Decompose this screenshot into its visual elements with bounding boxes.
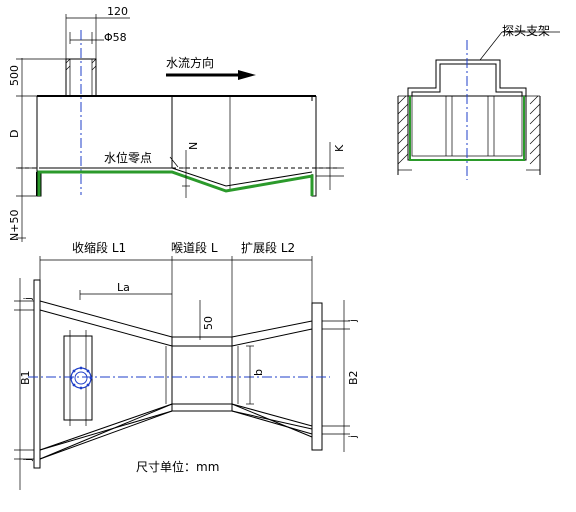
contraction-label: 收缩段 L1 [72, 240, 126, 255]
probe-circle-icon [69, 366, 93, 390]
dim-j-bottom-left: j [23, 458, 34, 462]
dim-50-label: 50 [202, 316, 215, 330]
unit-note: 尺寸单位：mm [136, 459, 219, 474]
dim-N50-label: N+50 [8, 210, 21, 241]
dim-120-label: 120 [107, 5, 128, 18]
dim-La-label: La [117, 281, 130, 294]
dim-b-label: b [252, 369, 265, 376]
dim-K-label: K [333, 144, 346, 152]
throat-label: 喉道段 L [171, 240, 218, 255]
dim-j-bottom-right: j [348, 435, 359, 439]
flow-arrow [166, 70, 256, 80]
dim-N-label: N [187, 142, 200, 150]
pipe-hatch [65, 58, 97, 71]
flow-direction-label: 水流方向 [166, 55, 214, 70]
plan-view: 收缩段 L1 喉道段 L 扩展段 L2 La [14, 240, 360, 490]
inlet-plate [33, 279, 41, 469]
bracket-water-level [409, 96, 525, 161]
water-zero-label: 水位零点 [104, 150, 152, 165]
side-elevation-view: 120 Φ58 500 D N+50 [8, 5, 346, 242]
dim-j-top-left: j [23, 297, 34, 301]
dim-500-label: 500 [8, 65, 21, 86]
dim-B2-label: B2 [347, 370, 360, 385]
bracket-wall-hatch [397, 95, 541, 165]
flume-floor-profile [37, 170, 314, 196]
expansion-label: 扩展段 L2 [241, 240, 295, 255]
probe-bracket-detail: 探头支架 [397, 24, 560, 180]
dim-B1-label: B1 [19, 370, 32, 385]
dim-D-label: D [8, 130, 21, 138]
dim-j-top-right: j [348, 319, 359, 323]
dim-phi58-label: Φ58 [104, 31, 127, 44]
probe-bracket-label: 探头支架 [502, 24, 550, 38]
